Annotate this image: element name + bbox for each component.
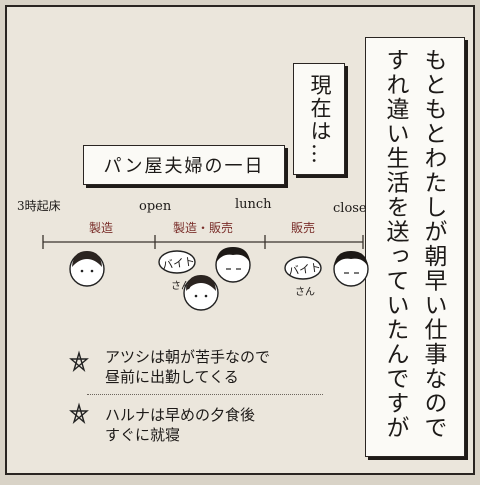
baito-san-1: さん [171,281,191,292]
note-2: ハルナは早めの夕食後 すぐに就寝 [105,405,255,445]
segment-hanbai: 販売 [291,221,316,235]
genzai-text: 現在は… [308,74,332,166]
label-wake: 3時起床 [17,199,61,213]
note-1-line1: アツシは朝が苦手なので [105,348,271,366]
note-1: アツシは朝が苦手なので 昼前に出勤してくる [105,347,270,387]
star-bullet-icon-1 [69,350,89,373]
star-bullet-icon-2 [69,402,89,425]
timeline-title: パン屋夫婦の一日 [83,145,285,185]
avatar-husband-1 [215,247,251,283]
baito-icon-1 [158,250,196,274]
baito-icon-2 [284,256,322,280]
label-lunch: lunch [235,197,272,212]
label-close: close [333,201,367,216]
avatar-wife-1 [69,251,105,287]
segment-seizo-hanbai: 製造・販売 [173,221,234,235]
comic-panel: もともとわたしが朝早い仕事なので すれ違い生活を送っていたんですが 現在は… パ… [5,5,475,475]
note-1-line2: 昼前に出勤してくる [105,368,239,386]
narration-text: もともとわたしが朝早い仕事なので すれ違い生活を送っていたんですが [382,48,446,440]
narration-box: もともとわたしが朝早い仕事なので すれ違い生活を送っていたんですが [365,37,465,457]
avatar-husband-2 [333,251,369,287]
note-2-line1: ハルナは早めの夕食後 [105,406,256,424]
baito-san-2: さん [295,287,315,298]
segment-seizo: 製造 [89,221,114,235]
notes-divider [87,394,323,395]
avatar-wife-2 [183,275,219,311]
timeline-drawing [42,235,369,425]
note-2-line2: すぐに就寝 [105,426,181,444]
label-open: open [139,199,172,214]
genzai-box: 現在は… [293,63,345,175]
